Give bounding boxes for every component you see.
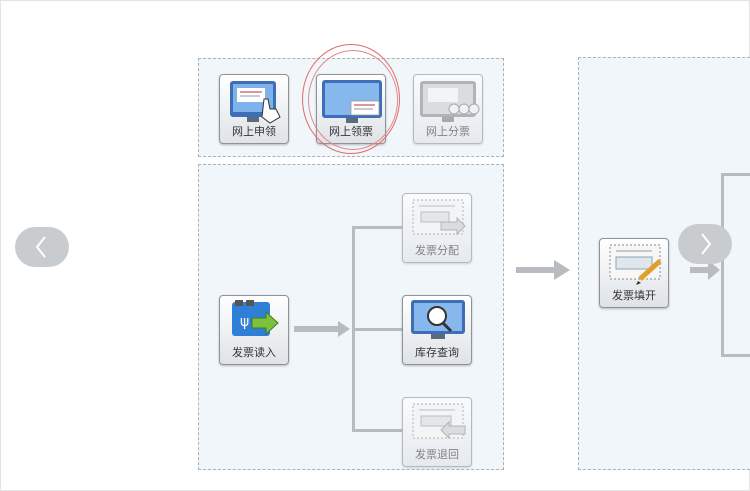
usb-import-icon: ψ (232, 300, 279, 336)
magnifier-monitor-icon (411, 300, 465, 339)
next-slide-button[interactable] (678, 224, 732, 264)
online-split-label: 网上分票 (426, 125, 470, 138)
invoice-fill-tile[interactable]: 发票填开 (599, 238, 669, 308)
invoice-read-label: 发票读入 (232, 346, 276, 359)
chevron-right-icon (701, 233, 712, 255)
chevron-left-icon (35, 236, 46, 258)
invoice-allocate-tile[interactable]: 发票分配 (402, 193, 472, 263)
highlight-circle-inner (308, 50, 398, 150)
invoice-read-tile[interactable]: ψ 发票读入 (219, 295, 289, 365)
to-fill-arrow (516, 260, 570, 280)
online-split-tile[interactable]: 网上分票 (413, 74, 483, 144)
invoice-return-tile[interactable]: 发票退回 (402, 397, 472, 467)
monitor-coins-icon (420, 81, 480, 122)
online-apply-tile[interactable]: 网上申领 (219, 74, 289, 144)
invoice-share-icon (412, 199, 466, 236)
online-apply-label: 网上申领 (232, 125, 276, 138)
highlight-circle (302, 44, 400, 154)
stock-query-label: 库存查询 (415, 346, 459, 359)
stock-query-tile[interactable]: 库存查询 (402, 295, 472, 365)
fill-forward-arrow (690, 260, 720, 280)
invoice-fill-label: 发票填开 (612, 289, 656, 302)
flow-connectors (294, 226, 402, 432)
invoice-return-label: 发票退回 (415, 448, 459, 461)
next-stage-bracket (721, 173, 750, 357)
prev-slide-button[interactable] (15, 227, 69, 267)
invoice-return-icon (412, 403, 466, 440)
invoice-allocate-label: 发票分配 (415, 244, 459, 257)
invoice-pen-icon (609, 244, 662, 285)
svg-text:ψ: ψ (240, 314, 249, 330)
monitor-hand-icon (230, 81, 281, 124)
